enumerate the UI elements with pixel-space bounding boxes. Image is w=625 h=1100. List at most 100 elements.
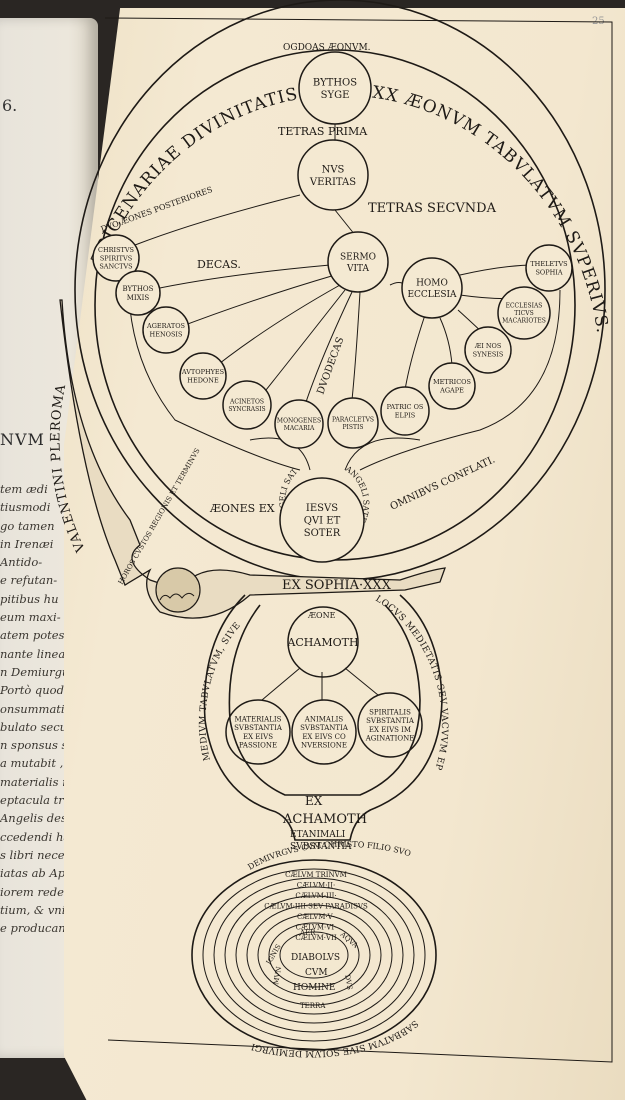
aeon-name: BYTHOS <box>313 77 357 88</box>
aeon-name: MACARIA <box>284 425 315 432</box>
heaven-ring <box>213 877 415 1033</box>
angeli-left-label: ANGELI SATELLITES <box>0 0 300 524</box>
aeon-name: CHRISTVS <box>98 246 134 254</box>
left-page-heading: NVM <box>0 430 45 449</box>
dvs-label: DVS <box>343 974 354 991</box>
heaven-ring <box>202 868 426 1042</box>
aeon-circle-outline <box>327 231 389 293</box>
aeon-name: ACHAMOTH <box>286 636 358 649</box>
et-animali-label: ETANIMALI <box>290 830 346 840</box>
diabolus-label: DIABOLVS <box>291 953 340 963</box>
aeon-name: VITA <box>346 264 370 274</box>
aer-label: AER <box>299 929 316 937</box>
aeon-name: AGERATOS <box>146 322 185 330</box>
aeon-circle-outline <box>279 477 365 563</box>
heaven-ring <box>224 886 404 1024</box>
achamoth-label-2: ACHAMOTH <box>282 812 367 827</box>
heaven-ring <box>268 922 360 988</box>
caelum-label: CÆLVM·IIII·SEV PARADISVS <box>264 903 368 911</box>
caelum-label: CÆLVM·VI· <box>296 924 337 932</box>
aeon-name: ANIMALIS <box>304 715 344 723</box>
aeon-circle-outline <box>222 380 272 430</box>
aeon-circle-outline <box>428 362 476 410</box>
aeon-name: TICVS <box>514 310 533 317</box>
tetras-prima-label: TETRAS PRIMA <box>278 125 368 138</box>
aeon-name: BYTHOS <box>123 285 154 293</box>
aeon-circle-outline <box>291 699 357 765</box>
aeon-name: HENOSIS <box>150 330 183 338</box>
decas-label: DECAS. <box>197 258 241 271</box>
aeone-label: ÆONE <box>307 611 336 620</box>
aeon-name: SPIRITVS <box>100 254 132 262</box>
aeon-name: NVS <box>322 164 345 175</box>
aeon-name: SANCTVS <box>99 262 132 270</box>
caelum-label: CÆLVM·II· <box>297 882 335 890</box>
figure-small-text: HOROS CVSTOS REGIONIS ET TERMINVS <box>117 447 202 586</box>
cum-label: CVM <box>305 968 328 978</box>
aeon-name: SYNESIS <box>473 350 504 358</box>
aeon-circle-outline <box>401 257 463 319</box>
middle-connectors <box>261 667 379 701</box>
aeon-name: EX EIVS IM <box>369 726 411 734</box>
heaven-rings <box>191 859 437 1051</box>
aeon-name: ECCLESIAS <box>506 303 543 310</box>
aeon-name: ACINETOS <box>229 398 264 405</box>
aeon-name: ECCLESIA <box>407 290 457 300</box>
aeon-circle-outline <box>298 51 372 125</box>
caelum-label: CÆLVM·III· <box>295 892 336 900</box>
aeon-circle-outline <box>380 386 430 436</box>
figure-band-text: VALENTINI PLEROMA <box>48 382 89 554</box>
aeon-name: MIXIS <box>127 294 150 302</box>
aeon-circle-outline <box>115 270 161 316</box>
aeon-name: METRICOS <box>433 378 471 386</box>
heaven-ring <box>257 913 371 997</box>
aeon-name: HEDONE <box>187 376 219 384</box>
demiurgus-label: DEMIVRGVS CVM CHRISTO FILIO SVO <box>246 840 412 872</box>
ex-label: EX <box>305 794 323 808</box>
aeon-circle-outline <box>287 606 359 678</box>
aeon-name: QVI ET <box>304 516 341 527</box>
mvn-label: MVN <box>272 966 283 985</box>
middle-tier-outer <box>203 594 443 841</box>
aeon-name: EX EIVS CO <box>302 733 346 741</box>
heaven-ring <box>235 895 393 1015</box>
aeon-name: VERITAS <box>309 177 356 188</box>
aeon-name: MACARIOTES <box>502 318 546 325</box>
aeon-name: MONOGENES <box>277 417 321 424</box>
aeon-name: NVERSIONE <box>301 742 347 750</box>
aeon-circle-outline <box>357 692 423 758</box>
aeon-circle-outline <box>497 286 551 340</box>
page-frame <box>104 17 613 1063</box>
aeon-circle-outline <box>274 399 324 449</box>
aeon-circle-outline <box>464 326 512 374</box>
terra-label: TERRA <box>300 1002 326 1010</box>
duodecas-label: DVODECAS <box>315 336 346 396</box>
aeon-name: PARACLETVS <box>332 416 374 423</box>
aeon-name: ELPIS <box>395 411 415 419</box>
aeon-name: HOMO <box>416 279 448 289</box>
aeon-name: SOPHIA <box>535 268 562 276</box>
aeon-name: SYNCRASIS <box>228 406 265 413</box>
heaven-ring <box>279 931 349 979</box>
aeon-name: ÆI NOS <box>474 342 502 350</box>
caelum-label: CÆLVM·VII <box>295 934 336 942</box>
bottom-arc-text: SABBATVM SIVE SOLVM DEMIVRGI <box>250 1018 420 1058</box>
aqua-label: AQVA <box>338 930 360 951</box>
aeon-circle-achamoth: ACHAMOTH <box>286 606 359 678</box>
